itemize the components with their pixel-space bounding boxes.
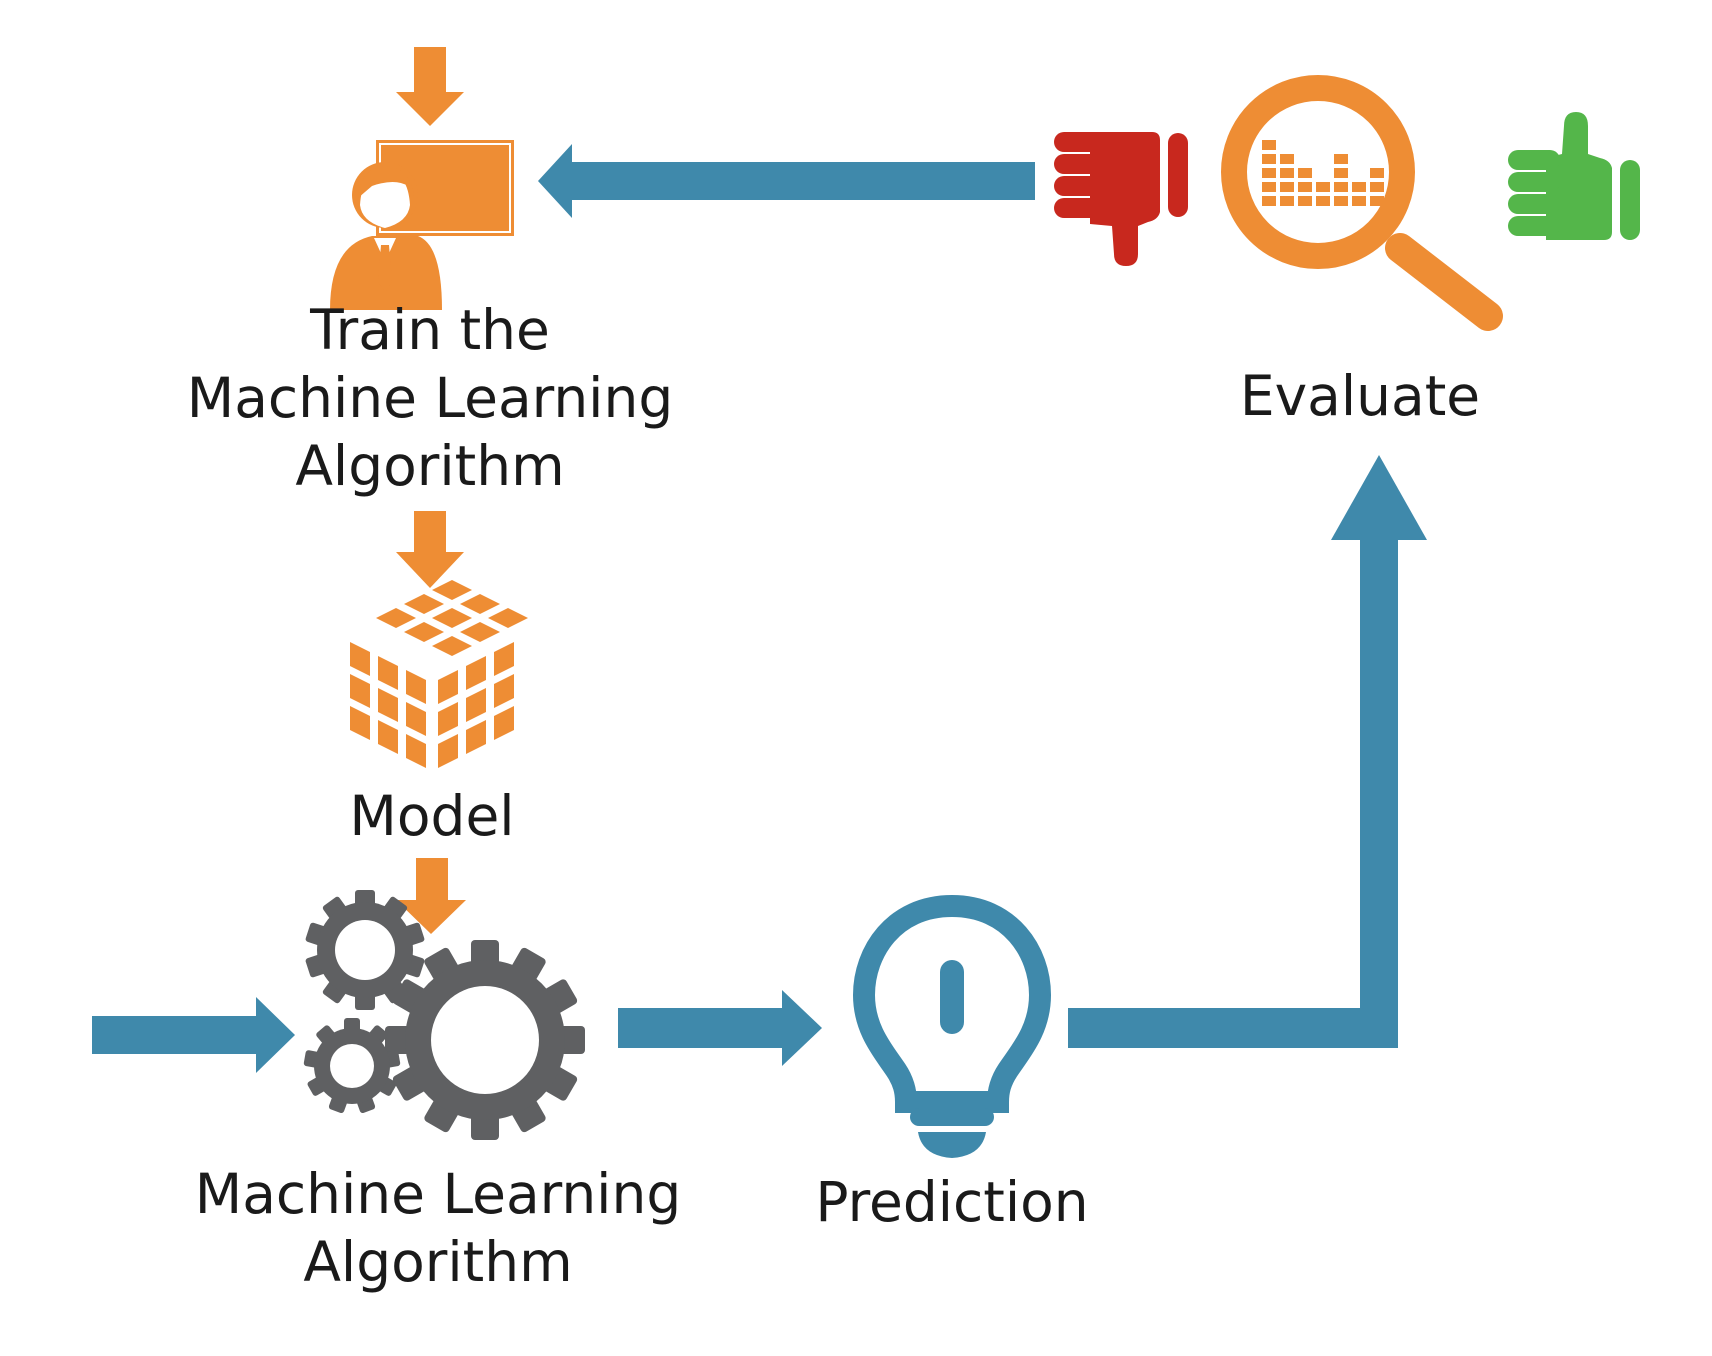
thumbs-up-icon bbox=[1508, 112, 1640, 240]
lightbulb-icon bbox=[852, 894, 1052, 1158]
prediction-label: Prediction bbox=[815, 1170, 1089, 1234]
train-label: Train the Machine Learning Algorithm bbox=[130, 296, 730, 500]
algorithm-label: Machine Learning Algorithm bbox=[138, 1160, 738, 1296]
teacher-board-icon bbox=[330, 140, 514, 310]
algorithm-label-line-2: Algorithm bbox=[303, 1230, 573, 1294]
train-label-line-2: Machine Learning bbox=[186, 366, 674, 430]
small-gear-icon bbox=[303, 1018, 401, 1113]
thumbs-down-icon bbox=[1054, 132, 1188, 266]
train-label-line-3: Algorithm bbox=[295, 434, 565, 498]
cube-grid-icon bbox=[350, 580, 528, 768]
evaluate-label: Evaluate bbox=[1239, 364, 1481, 428]
train-to-model-arrow bbox=[396, 511, 464, 588]
medium-gear-icon bbox=[305, 890, 425, 1010]
gears-icon bbox=[303, 890, 585, 1140]
mini-bar-chart bbox=[1262, 140, 1384, 206]
train-label-line-1: Train the bbox=[310, 298, 550, 362]
flow-arrows bbox=[92, 144, 1427, 1073]
model-to-algorithm-arrow bbox=[396, 858, 466, 934]
model-label: Model bbox=[349, 784, 515, 848]
magnifier-chart-icon bbox=[1221, 75, 1503, 331]
data-in-arrow bbox=[396, 47, 464, 126]
feedback-arrow bbox=[538, 144, 1035, 218]
prediction-to-evaluate-arrow bbox=[1068, 455, 1427, 1048]
algorithm-label-line-1: Machine Learning bbox=[194, 1162, 682, 1226]
input-arrow bbox=[92, 997, 295, 1073]
algorithm-to-prediction-arrow bbox=[618, 990, 822, 1066]
orange-arrows bbox=[396, 47, 466, 934]
